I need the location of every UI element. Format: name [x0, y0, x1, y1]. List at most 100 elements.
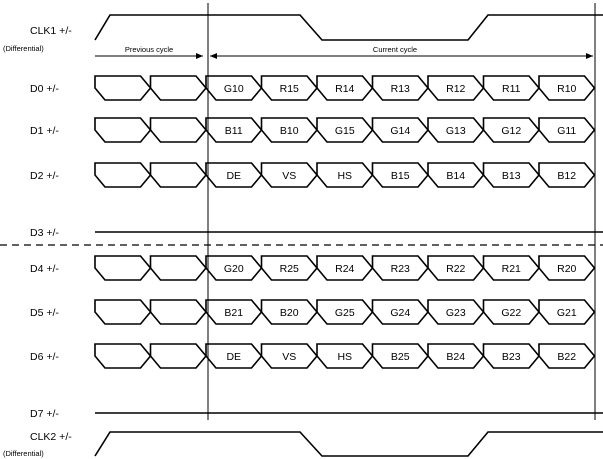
previous-cycle-bit [149, 117, 208, 143]
bit-label: G13 [446, 125, 466, 137]
lane-label: D6 +/- [30, 351, 59, 363]
current-cycle-bit [482, 117, 541, 143]
bit-label: B13 [502, 170, 521, 182]
current-cycle-bit [427, 343, 485, 369]
current-cycle-bit [260, 162, 319, 188]
lane-label: D0 +/- [30, 83, 59, 95]
current-cycle-bit [371, 299, 430, 325]
current-cycle-bit [316, 162, 374, 188]
clock-bottom-label: CLK2 +/- [30, 431, 72, 443]
bit-label: R13 [391, 83, 410, 95]
current-cycle-bit [427, 75, 485, 101]
lane-0: D0 +/- G10 R15 R14 R13 R12 R11 R10 [30, 75, 596, 101]
current-cycle-bit [538, 299, 596, 325]
previous-cycle-bit [149, 343, 208, 369]
current-cycle-bit [260, 117, 319, 143]
bit-label: B24 [446, 351, 465, 363]
current-cycle-bit [427, 162, 485, 188]
lane-5: D5 +/- B21 B20 G25 G24 G23 G22 G21 [30, 299, 596, 325]
lane-label: D7 +/- [30, 408, 59, 420]
previous-cycle-bit [94, 299, 152, 325]
current-cycle-bit [427, 299, 485, 325]
bit-label: VS [282, 351, 296, 363]
current-cycle-bit [538, 75, 596, 101]
bit-label: VS [282, 170, 296, 182]
cycle-annotations: Previous cycle Current cycle [95, 45, 593, 59]
bit-label: R21 [502, 263, 521, 275]
current-cycle-bit [482, 162, 541, 188]
current-cycle-bit [538, 255, 596, 281]
current-cycle-bit [371, 162, 430, 188]
current-cycle-bit [538, 162, 596, 188]
bit-label: B10 [280, 125, 299, 137]
bit-label: R15 [280, 83, 299, 95]
bit-label: R14 [335, 83, 354, 95]
bit-label: B21 [224, 307, 243, 319]
previous-cycle-label: Previous cycle [125, 45, 173, 54]
clock-bottom-waveform [94, 431, 603, 457]
bit-label: G24 [390, 307, 410, 319]
bit-label: G15 [335, 125, 355, 137]
bit-label: G14 [390, 125, 410, 137]
previous-cycle-arrowhead [196, 53, 203, 59]
bit-label: B23 [502, 351, 521, 363]
bit-label: R12 [446, 83, 465, 95]
previous-cycle-bit [94, 162, 152, 188]
previous-cycle-bit [149, 75, 208, 101]
bit-label: G11 [557, 125, 576, 137]
bit-label: G21 [557, 307, 577, 319]
current-cycle-bit [371, 343, 430, 369]
current-cycle-bit [316, 75, 374, 101]
bit-label: G12 [501, 125, 521, 137]
previous-cycle-bit [94, 255, 152, 281]
bit-label: G23 [446, 307, 466, 319]
bit-label: G10 [224, 83, 244, 95]
clock-bottom: CLK2 +/- (Differential) [3, 431, 603, 458]
current-cycle-bit [316, 255, 374, 281]
clock-bottom-sublabel: (Differential) [3, 449, 44, 458]
current-cycle-bit [538, 343, 596, 369]
bit-label: R22 [446, 263, 465, 275]
previous-cycle-bit [149, 299, 208, 325]
lane-3: D3 +/- [30, 227, 603, 239]
bit-label: G25 [335, 307, 355, 319]
previous-cycle-bit [149, 162, 208, 188]
current-cycle-bit [538, 117, 596, 143]
current-cycle-bit [371, 255, 430, 281]
previous-cycle-bit [94, 75, 152, 101]
bit-label: B14 [446, 170, 465, 182]
bit-label: B11 [225, 125, 243, 137]
current-cycle-bit [371, 117, 430, 143]
bit-label: HS [337, 170, 352, 182]
lane-label: D2 +/- [30, 170, 59, 182]
bit-label: R11 [502, 83, 521, 95]
bit-label: R10 [557, 83, 576, 95]
clock-top-sublabel: (Differential) [3, 44, 44, 53]
clock-top-waveform [94, 14, 603, 41]
current-cycle-bit [316, 299, 374, 325]
bit-label: B20 [280, 307, 299, 319]
lane-label: D5 +/- [30, 307, 59, 319]
bit-label: B15 [391, 170, 410, 182]
bit-label: B12 [557, 170, 576, 182]
bit-label: R24 [335, 263, 354, 275]
bit-label: G20 [224, 263, 244, 275]
bit-label: B22 [557, 351, 576, 363]
current-cycle-bit [482, 75, 541, 101]
bit-label: B25 [391, 351, 410, 363]
current-cycle-arrowhead-left [210, 53, 217, 59]
current-cycle-bit [427, 117, 485, 143]
bit-label: R23 [391, 263, 410, 275]
bit-label: G22 [501, 307, 521, 319]
current-cycle-bit [316, 117, 374, 143]
current-cycle-arrowhead-right [586, 53, 593, 59]
current-cycle-bit [316, 343, 374, 369]
current-cycle-bit [260, 299, 319, 325]
lane-label: D4 +/- [30, 263, 59, 275]
clock-top: CLK1 +/- (Differential) [3, 14, 603, 53]
